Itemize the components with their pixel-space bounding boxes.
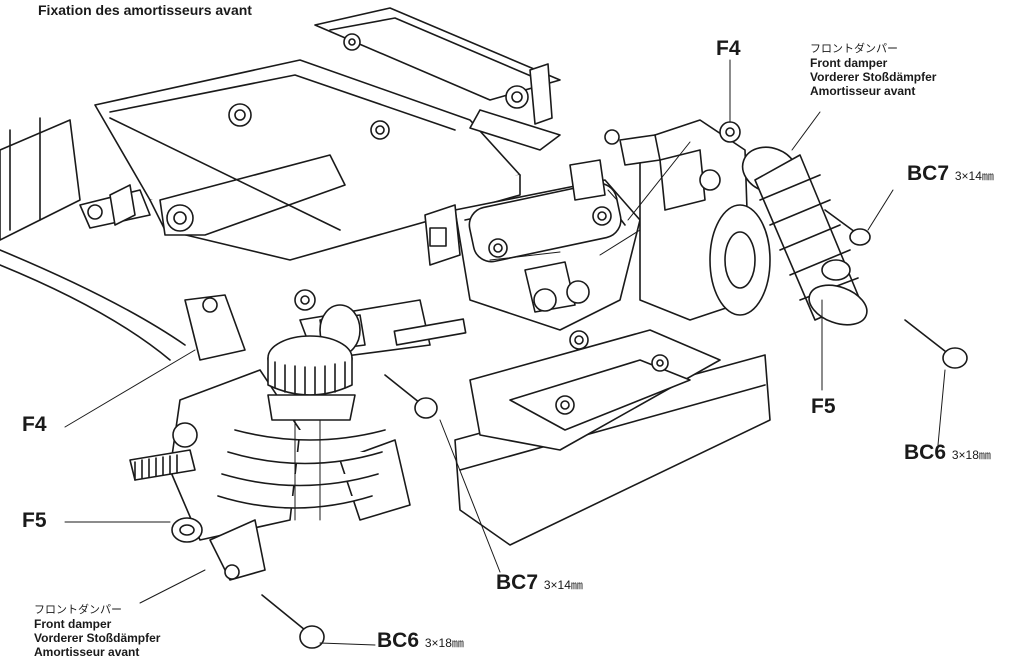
chassis-tub <box>0 117 186 361</box>
part-size: 3×18㎜ <box>424 636 464 650</box>
screws <box>261 209 968 649</box>
damper-label-en: Front damper <box>810 56 888 70</box>
part-label-bc6-right: BC6 3×18㎜ <box>904 442 991 463</box>
part-code: F4 <box>716 37 741 60</box>
part-label-f4-left: F4 <box>22 414 47 435</box>
front-damper-right <box>719 121 868 326</box>
front-arm-left <box>79 117 346 236</box>
part-label-f4-top: F4 <box>716 38 741 59</box>
part-label-f5-right: F5 <box>811 396 836 417</box>
part-label-bc7-bottom: BC7 3×14㎜ <box>496 572 583 593</box>
part-code: F5 <box>811 395 836 418</box>
part-code: F5 <box>22 509 47 532</box>
part-label-bc7-right: BC7 3×14㎜ <box>907 163 994 184</box>
leader-lines <box>64 59 946 646</box>
damper-label-de: Vorderer Stoßdämpfer <box>810 70 937 84</box>
part-size: 3×14㎜ <box>954 169 994 183</box>
part-code: F4 <box>22 413 47 436</box>
part-size: 3×14㎜ <box>543 578 583 592</box>
damper-label-jp: フロントダンパー <box>34 604 122 616</box>
part-code: BC7 <box>496 571 539 594</box>
damper-label-bottom: フロントダンパー Front damper Vorderer Stoßdämpf… <box>34 603 160 659</box>
part-label-f5-left: F5 <box>22 510 47 531</box>
part-size: 3×18㎜ <box>951 448 991 462</box>
page-title: Fixation des amortisseurs avant <box>38 2 252 18</box>
damper-label-en: Front damper <box>34 617 112 631</box>
front-bulkhead <box>424 159 641 331</box>
damper-label-top: フロントダンパー Front damper Vorderer Stoßdämpf… <box>810 42 936 98</box>
front-bumper <box>454 329 771 546</box>
rear-frame <box>314 7 561 151</box>
part-code: BC7 <box>907 162 950 185</box>
part-label-bc6-bottom: BC6 3×18㎜ <box>377 630 464 651</box>
damper-label-fr: Amortisseur avant <box>810 84 916 98</box>
part-code: BC6 <box>377 629 420 652</box>
damper-label-jp: フロントダンパー <box>810 43 898 55</box>
damper-label-fr: Amortisseur avant <box>34 645 140 659</box>
damper-label-de: Vorderer Stoßdämpfer <box>34 631 161 645</box>
front-damper-left <box>171 289 386 581</box>
part-code: BC6 <box>904 441 947 464</box>
